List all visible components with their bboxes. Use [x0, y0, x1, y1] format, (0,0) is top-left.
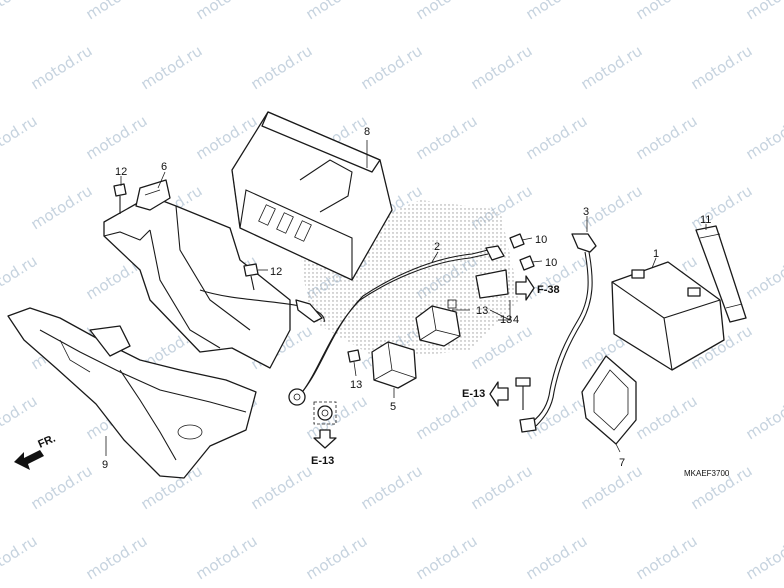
watermark-text: motod.ru [303, 392, 371, 444]
callout-1: 1 [653, 248, 659, 260]
watermark-text: motod.ru [0, 112, 40, 164]
watermark-text: motod.ru [413, 532, 481, 584]
ref-label-e13-bolt: E-13 [462, 388, 485, 400]
watermark-text: motod.ru [83, 0, 151, 23]
watermark-text: motod.ru [413, 112, 481, 164]
watermark-text: motod.ru [578, 462, 646, 514]
ref-arrow-e13-bolt [489, 381, 509, 407]
callout-13-bracket: 13 [500, 314, 512, 326]
watermark-text: motod.ru [468, 462, 536, 514]
callout-4: 4 [513, 314, 519, 326]
callout-11: 11 [700, 214, 711, 226]
relay-assembly-part [415, 269, 509, 347]
lower-cover-part [7, 307, 257, 479]
watermark-text: motod.ru [633, 0, 701, 23]
watermark-text: motod.ru [633, 112, 701, 164]
watermark-text: motod.ru [193, 532, 261, 584]
callout-3: 3 [583, 206, 589, 218]
callout-7: 7 [619, 457, 625, 469]
watermark-text: motod.ru [28, 42, 96, 94]
callout-8: 8 [364, 126, 370, 138]
callout-2: 2 [434, 241, 440, 253]
ref-label-e13-bottom: E-13 [311, 455, 334, 467]
ref-label-f38: F-38 [537, 284, 560, 296]
watermark-text: motod.ru [743, 112, 784, 164]
callout-12-lower: 12 [270, 266, 282, 278]
battery-box-part [231, 111, 393, 281]
nut-e13 [313, 401, 337, 425]
watermark-text: motod.ru [303, 0, 371, 23]
cable-2-part [288, 245, 505, 406]
watermark-text: motod.ru [303, 532, 371, 584]
battery-frame-part [103, 179, 325, 369]
callout-9: 9 [102, 459, 108, 471]
watermark-text: motod.ru [138, 42, 206, 94]
bolt-10-upper [509, 233, 525, 249]
callout-12-upper: 12 [115, 166, 127, 178]
watermark-text: motod.ru [413, 0, 481, 23]
watermark-text: motod.ru [688, 42, 756, 94]
watermark-text: motod.ru [523, 532, 591, 584]
rubber-pad-part [581, 355, 637, 445]
watermark-text: motod.ru [743, 532, 784, 584]
watermark-text: motod.ru [0, 0, 40, 23]
clip-13-left [347, 349, 361, 363]
watermark-text: motod.ru [0, 532, 40, 584]
watermark-text: motod.ru [83, 112, 151, 164]
cable-3-part [519, 233, 597, 433]
battery-part [611, 261, 725, 371]
bolt-e13 [515, 377, 531, 410]
front-direction-arrow: FR. [14, 433, 57, 470]
bolt-12-lower [243, 263, 259, 291]
callout-10-lower: 10 [545, 257, 557, 269]
watermark-text: motod.ru [633, 532, 701, 584]
watermark-text: motod.ru [248, 42, 316, 94]
callout-6: 6 [161, 161, 167, 173]
callout-13-clip: 13 [350, 379, 362, 391]
watermark-text: motod.ru [0, 392, 40, 444]
watermark-text: motod.ru [633, 392, 701, 444]
watermark-text: motod.ru [523, 0, 591, 23]
watermark-text: motod.ru [83, 532, 151, 584]
bolt-10-lower [519, 255, 535, 271]
diagram-code: MKAEF3700 [684, 469, 730, 478]
watermark-text: motod.ru [248, 462, 316, 514]
bolt-12-upper [113, 183, 127, 214]
ref-arrow-e13-bottom [313, 429, 337, 449]
watermark-text: motod.ru [358, 462, 426, 514]
ref-arrow-f38 [515, 275, 535, 301]
watermark-text: motod.ru [358, 42, 426, 94]
callout-10-upper: 10 [535, 234, 547, 246]
callout-13-relay: 13 [476, 305, 488, 317]
watermark-text: motod.ru [193, 0, 261, 23]
watermark-text: motod.ru [28, 462, 96, 514]
front-direction-label: FR. [36, 433, 57, 451]
watermark-text: motod.ru [0, 252, 40, 304]
watermark-text: motod.ru [523, 112, 591, 164]
watermark-text: motod.ru [743, 252, 784, 304]
watermark-text: motod.ru [688, 182, 756, 234]
watermark-text: motod.ru [468, 42, 536, 94]
battery-strap-part [695, 225, 747, 323]
watermark-text: motod.ru [578, 42, 646, 94]
relay-5-part [371, 341, 417, 389]
watermark-text: motod.ru [743, 0, 784, 23]
watermark-text: motod.ru [743, 392, 784, 444]
callout-5: 5 [390, 401, 396, 413]
watermark-text: motod.ru [28, 182, 96, 234]
leader-lines [105, 140, 707, 456]
